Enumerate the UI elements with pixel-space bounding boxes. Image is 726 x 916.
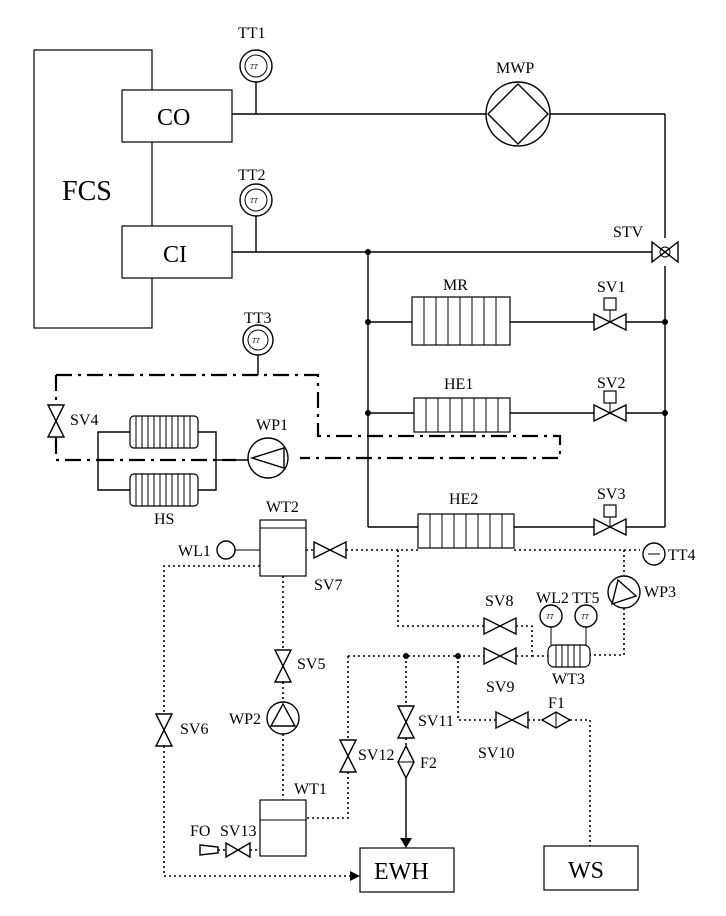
arrow-ewh-icon xyxy=(400,838,412,848)
junction-sv2 xyxy=(662,410,668,416)
tt3-sensor xyxy=(243,325,273,375)
mr-radiator xyxy=(412,297,510,345)
ws-label: WS xyxy=(568,858,604,884)
fo-nozzle xyxy=(200,845,218,855)
junction-ci xyxy=(365,249,371,255)
sv12-label: SV12 xyxy=(358,747,394,764)
tt5-sensor xyxy=(575,605,597,645)
wl2-sensor xyxy=(540,605,562,645)
sv9-label: SV9 xyxy=(486,679,514,696)
sv8-valve xyxy=(484,618,516,634)
tt5-mark: TT xyxy=(581,613,590,621)
mwp-label: MWP xyxy=(496,60,534,77)
wt1-label: WT1 xyxy=(294,781,327,798)
sv5-label: SV5 xyxy=(297,656,325,673)
sv3-valve xyxy=(594,505,626,535)
pipe-sv4-bottom xyxy=(56,438,98,460)
sv2-valve xyxy=(594,391,626,421)
wp1-label: WP1 xyxy=(256,417,288,434)
pipe-sv8-in xyxy=(398,550,484,626)
stv-label: STV xyxy=(613,224,644,241)
f1-label: F1 xyxy=(548,695,565,712)
hs-lower-coil xyxy=(130,474,198,506)
sv13-valve xyxy=(226,843,250,857)
sv2-label: SV2 xyxy=(597,375,625,392)
wp2-label: WP2 xyxy=(229,711,261,728)
fo-label: FO xyxy=(190,823,210,840)
tt5-label: TT5 xyxy=(572,590,600,607)
hs-label: HS xyxy=(154,511,174,528)
ewh-label: EWH xyxy=(374,859,429,885)
mr-label: MR xyxy=(443,277,468,294)
tt2-sensor xyxy=(240,184,272,252)
mwp-pump xyxy=(486,82,550,146)
hs-upper-coil xyxy=(130,416,198,448)
wp1-pump xyxy=(248,438,288,478)
sv6-valve xyxy=(156,714,172,746)
sv10-label: SV10 xyxy=(478,745,514,762)
wt3-tank xyxy=(548,645,590,667)
wl1-sensor xyxy=(217,541,260,559)
he1-exchanger xyxy=(414,398,510,432)
tt1-label: TT1 xyxy=(238,25,266,42)
wp3-label: WP3 xyxy=(644,584,676,601)
wt2-label: WT2 xyxy=(266,499,299,516)
tt3-label: TT3 xyxy=(244,310,272,327)
sv8-label: SV8 xyxy=(485,593,513,610)
wl2-label: WL2 xyxy=(536,590,569,607)
co-label: CO xyxy=(157,105,190,131)
tt1-mark: TT xyxy=(250,63,259,71)
tt1-sensor xyxy=(240,50,272,114)
pipe-wt2-sv6 xyxy=(164,566,260,714)
pipe-hs-bot-in xyxy=(98,460,130,490)
pipe-sv6-ewh xyxy=(164,746,352,876)
f2-filter xyxy=(398,746,414,778)
sv1-label: SV1 xyxy=(597,279,625,296)
wt3-label: WT3 xyxy=(552,671,585,688)
f2-label: F2 xyxy=(420,755,437,772)
sv1-valve xyxy=(594,298,626,330)
sv13-label: SV13 xyxy=(220,823,256,840)
sv5-valve xyxy=(275,650,291,682)
pipe-wp3-wt3 xyxy=(590,608,624,655)
wt1-tank xyxy=(260,800,306,856)
sv3-label: SV3 xyxy=(597,486,625,503)
sv7-label: SV7 xyxy=(314,577,342,594)
pipe-hs-top-in xyxy=(98,432,130,460)
pipe-f1-ws xyxy=(570,720,590,846)
tt2-mark: TT xyxy=(250,197,259,205)
f1-filter xyxy=(542,712,570,728)
sv4-label: SV4 xyxy=(70,412,98,429)
wl1-label: WL1 xyxy=(178,543,211,560)
junction-sv1 xyxy=(662,319,668,325)
sv6-label: SV6 xyxy=(180,721,208,738)
sv12-valve xyxy=(340,740,356,772)
tt2-label: TT2 xyxy=(238,167,266,184)
wl2-mark: TT xyxy=(546,613,555,621)
stv-valve xyxy=(652,242,678,262)
fcs-label: FCS xyxy=(62,176,112,207)
wp3-pump xyxy=(608,576,640,608)
sv7-valve xyxy=(314,542,346,558)
arrow-sv6-ewh-icon xyxy=(350,871,360,881)
pipe-hs-bot-out xyxy=(198,460,216,490)
wp2-pump xyxy=(267,702,299,734)
ci-label: CI xyxy=(163,242,187,268)
sv10-valve xyxy=(496,712,528,728)
pipe-sv8-out xyxy=(516,626,532,656)
sv11-label: SV11 xyxy=(418,713,454,730)
sv11-valve xyxy=(398,706,414,738)
tt3-mark: TT xyxy=(252,337,261,345)
tt4-label: TT4 xyxy=(668,547,696,564)
he2-exchanger xyxy=(418,514,514,548)
he1-label: HE1 xyxy=(444,376,473,393)
pipe-hs-top-out xyxy=(198,432,216,460)
sv9-valve xyxy=(484,648,516,664)
sv4-valve xyxy=(48,405,64,437)
tt4-sensor xyxy=(643,543,665,565)
he2-label: HE2 xyxy=(449,491,478,508)
